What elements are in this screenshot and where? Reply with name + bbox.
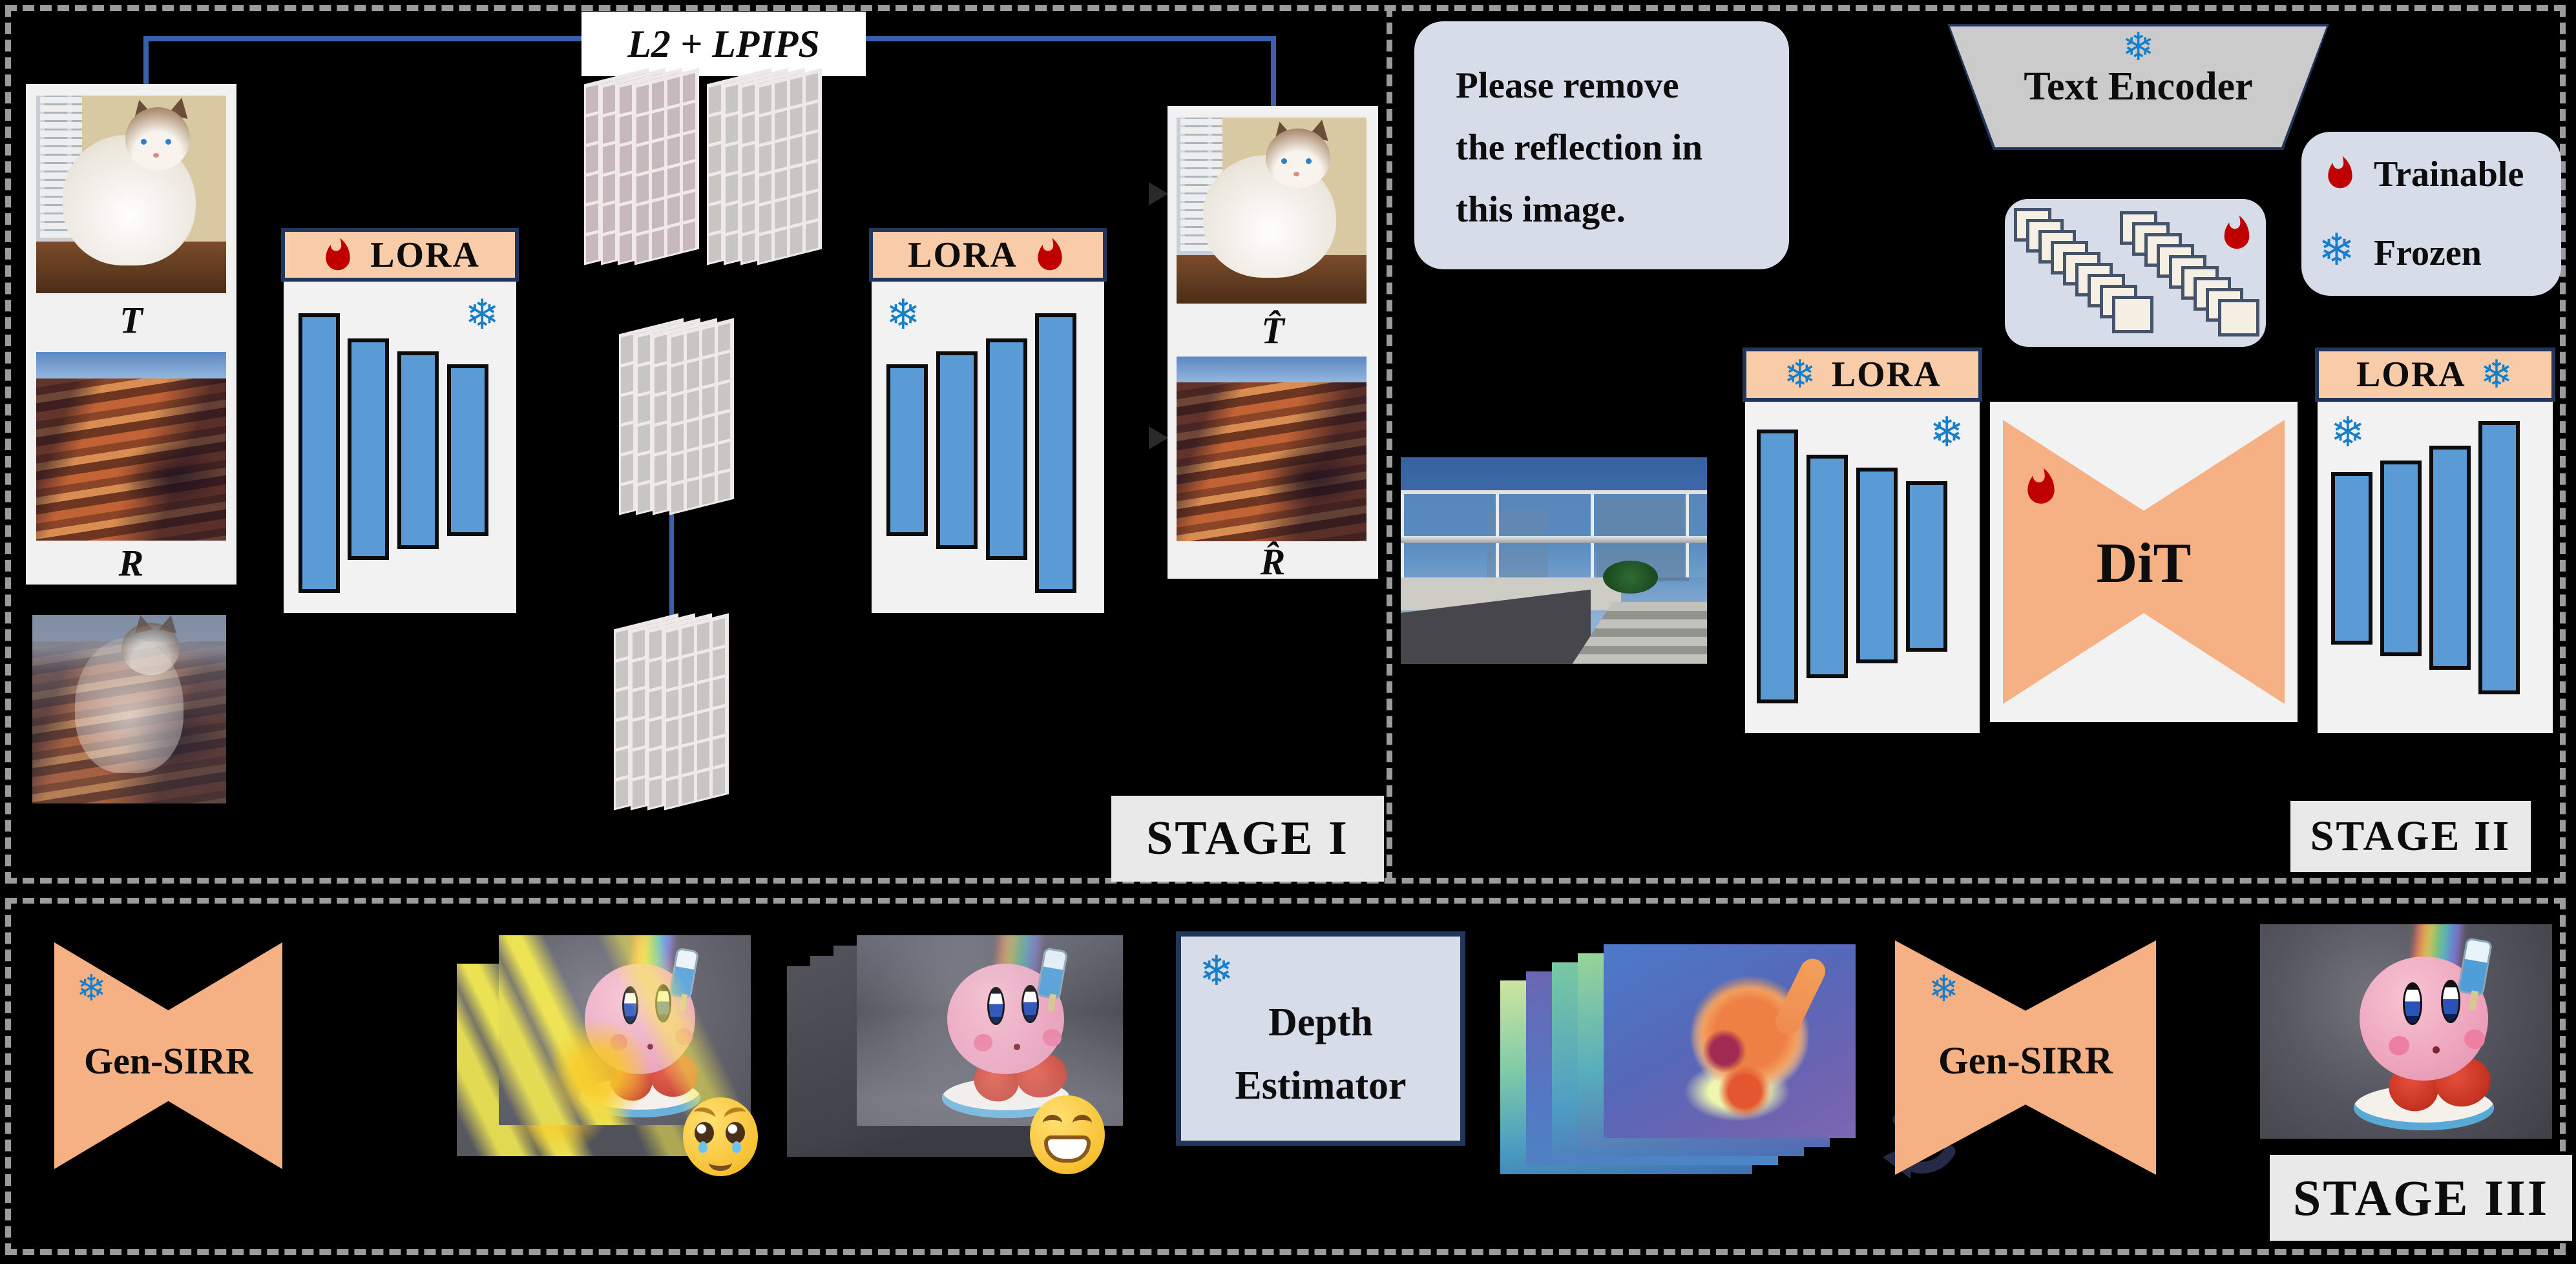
lora3-body: ❄: [1745, 402, 1980, 733]
snowflake-icon: ❄: [886, 291, 921, 339]
connector-line: [143, 36, 149, 87]
prompt-line1: Please remove: [1456, 65, 1679, 106]
dit-label: DiT: [2096, 532, 2192, 595]
snowflake-icon: ❄: [76, 968, 107, 1010]
gen-sirr-right-label: Gen-SIRR: [1938, 1039, 2113, 1082]
predicted-image-T-hat: [1177, 118, 1367, 304]
label-T: T: [120, 299, 143, 341]
stage-divider: [1387, 5, 1392, 884]
snowflake-icon: ❄: [2318, 225, 2355, 276]
loss-box: L2 + LPIPS: [581, 12, 866, 76]
lora-bar: [1806, 455, 1848, 678]
fire-icon: [2218, 208, 2256, 258]
text-encoder: ❄ Text Encoder: [1950, 26, 2327, 147]
degraded-image-front: [499, 935, 751, 1125]
latent-stack-bottom: [614, 613, 730, 815]
lora-bar: [1856, 468, 1898, 663]
stage3-label: STAGE III: [2270, 1155, 2572, 1241]
predicted-image-R-hat: [1177, 357, 1367, 541]
legend-trainable: Trainable: [2374, 154, 2524, 194]
depth-estimator-line1: Depth: [1268, 1000, 1373, 1044]
reflection-photo: [1401, 457, 1707, 664]
stage3-border: [5, 898, 2566, 1255]
lora3-header: ❄ LORA: [1743, 347, 1982, 402]
connector-line: [669, 513, 674, 627]
fire-icon: [2021, 460, 2061, 514]
lora-bar: [2380, 461, 2422, 656]
lora3-title: LORA: [1831, 355, 1942, 395]
arrowhead-icon: [1149, 426, 1168, 450]
text-encoder-label: Text Encoder: [2024, 65, 2253, 109]
blended-image: [32, 615, 226, 803]
pleading-face-icon: [683, 1097, 758, 1176]
stage2-label: STAGE II: [2290, 801, 2531, 872]
snowflake-icon: ❄: [2480, 352, 2515, 397]
depth-estimator-box: ❄ Depth Estimator: [1176, 931, 1465, 1146]
lora1-header: LORA: [281, 228, 519, 282]
label-R-hat: R̂: [1260, 541, 1286, 583]
latent-stack-middle: [619, 318, 735, 520]
depth-estimator-line2: Estimator: [1235, 1064, 1407, 1108]
latent-stack-top-left: [584, 68, 700, 270]
lora-bar: [1906, 481, 1947, 652]
arrowhead-icon: [1149, 182, 1168, 205]
lora-bar: [2331, 472, 2372, 645]
label-T-hat: T̂: [1261, 309, 1284, 351]
lora-bar: [936, 351, 978, 549]
connector-line: [866, 36, 1276, 41]
lora-bar: [1757, 430, 1798, 703]
lora1-body: ❄: [284, 282, 516, 613]
snowflake-icon: ❄: [1199, 948, 1234, 995]
reflection-image-R: [36, 352, 226, 541]
lora-bar: [298, 313, 340, 593]
legend-frozen: Frozen: [2374, 233, 2482, 273]
lora-bar: [986, 338, 1027, 560]
fire-icon: [2322, 149, 2358, 198]
snowflake-icon: ❄: [2330, 409, 2365, 457]
lora-bar: [447, 364, 488, 536]
token-stack-box: [2005, 199, 2266, 347]
intermediate-image-front: [857, 935, 1123, 1126]
snowflake-icon: ❄: [1929, 409, 1964, 457]
grinning-face-icon: [1030, 1095, 1105, 1174]
depth-map-front: [1604, 944, 1856, 1138]
latent-stack-top-right: [707, 68, 823, 270]
target-image-T: [36, 96, 226, 293]
lora2-title: LORA: [908, 234, 1018, 275]
connector-line: [1271, 36, 1276, 109]
lora4-body: ❄: [2318, 402, 2553, 733]
snowflake-icon: ❄: [2122, 25, 2155, 70]
lora-bar: [2429, 446, 2471, 670]
snowflake-icon: ❄: [465, 291, 499, 339]
lora2-body: ❄: [872, 282, 1104, 613]
prompt-box: Please remove the reflection in this ima…: [1414, 21, 1789, 269]
prompt-line2: the reflection in: [1456, 127, 1703, 168]
lora4-title: LORA: [2356, 355, 2466, 395]
snowflake-icon: ❄: [1783, 352, 1817, 397]
prompt-line3: this image.: [1456, 189, 1626, 230]
lora-bar: [397, 351, 439, 549]
clean-result-image: [2260, 924, 2552, 1139]
connector-line: [143, 36, 581, 41]
lora2-header: LORA: [869, 228, 1107, 282]
lora4-header: LORA ❄: [2315, 347, 2555, 402]
legend-box: Trainable ❄ Frozen: [2301, 132, 2561, 296]
lora-bar: [886, 364, 928, 536]
snowflake-icon: ❄: [1929, 968, 1959, 1010]
stage1-label: STAGE I: [1111, 796, 1384, 882]
lora-bar: [2478, 421, 2520, 694]
gen-sirr-left-label: Gen-SIRR: [83, 1040, 253, 1082]
lora-bar: [348, 338, 389, 560]
fire-icon: [320, 231, 356, 279]
fire-icon: [1032, 231, 1068, 279]
lora-bar: [1035, 313, 1076, 593]
lora1-title: LORA: [370, 234, 480, 275]
loss-label: L2 + LPIPS: [627, 22, 820, 65]
label-R: R: [118, 542, 144, 584]
